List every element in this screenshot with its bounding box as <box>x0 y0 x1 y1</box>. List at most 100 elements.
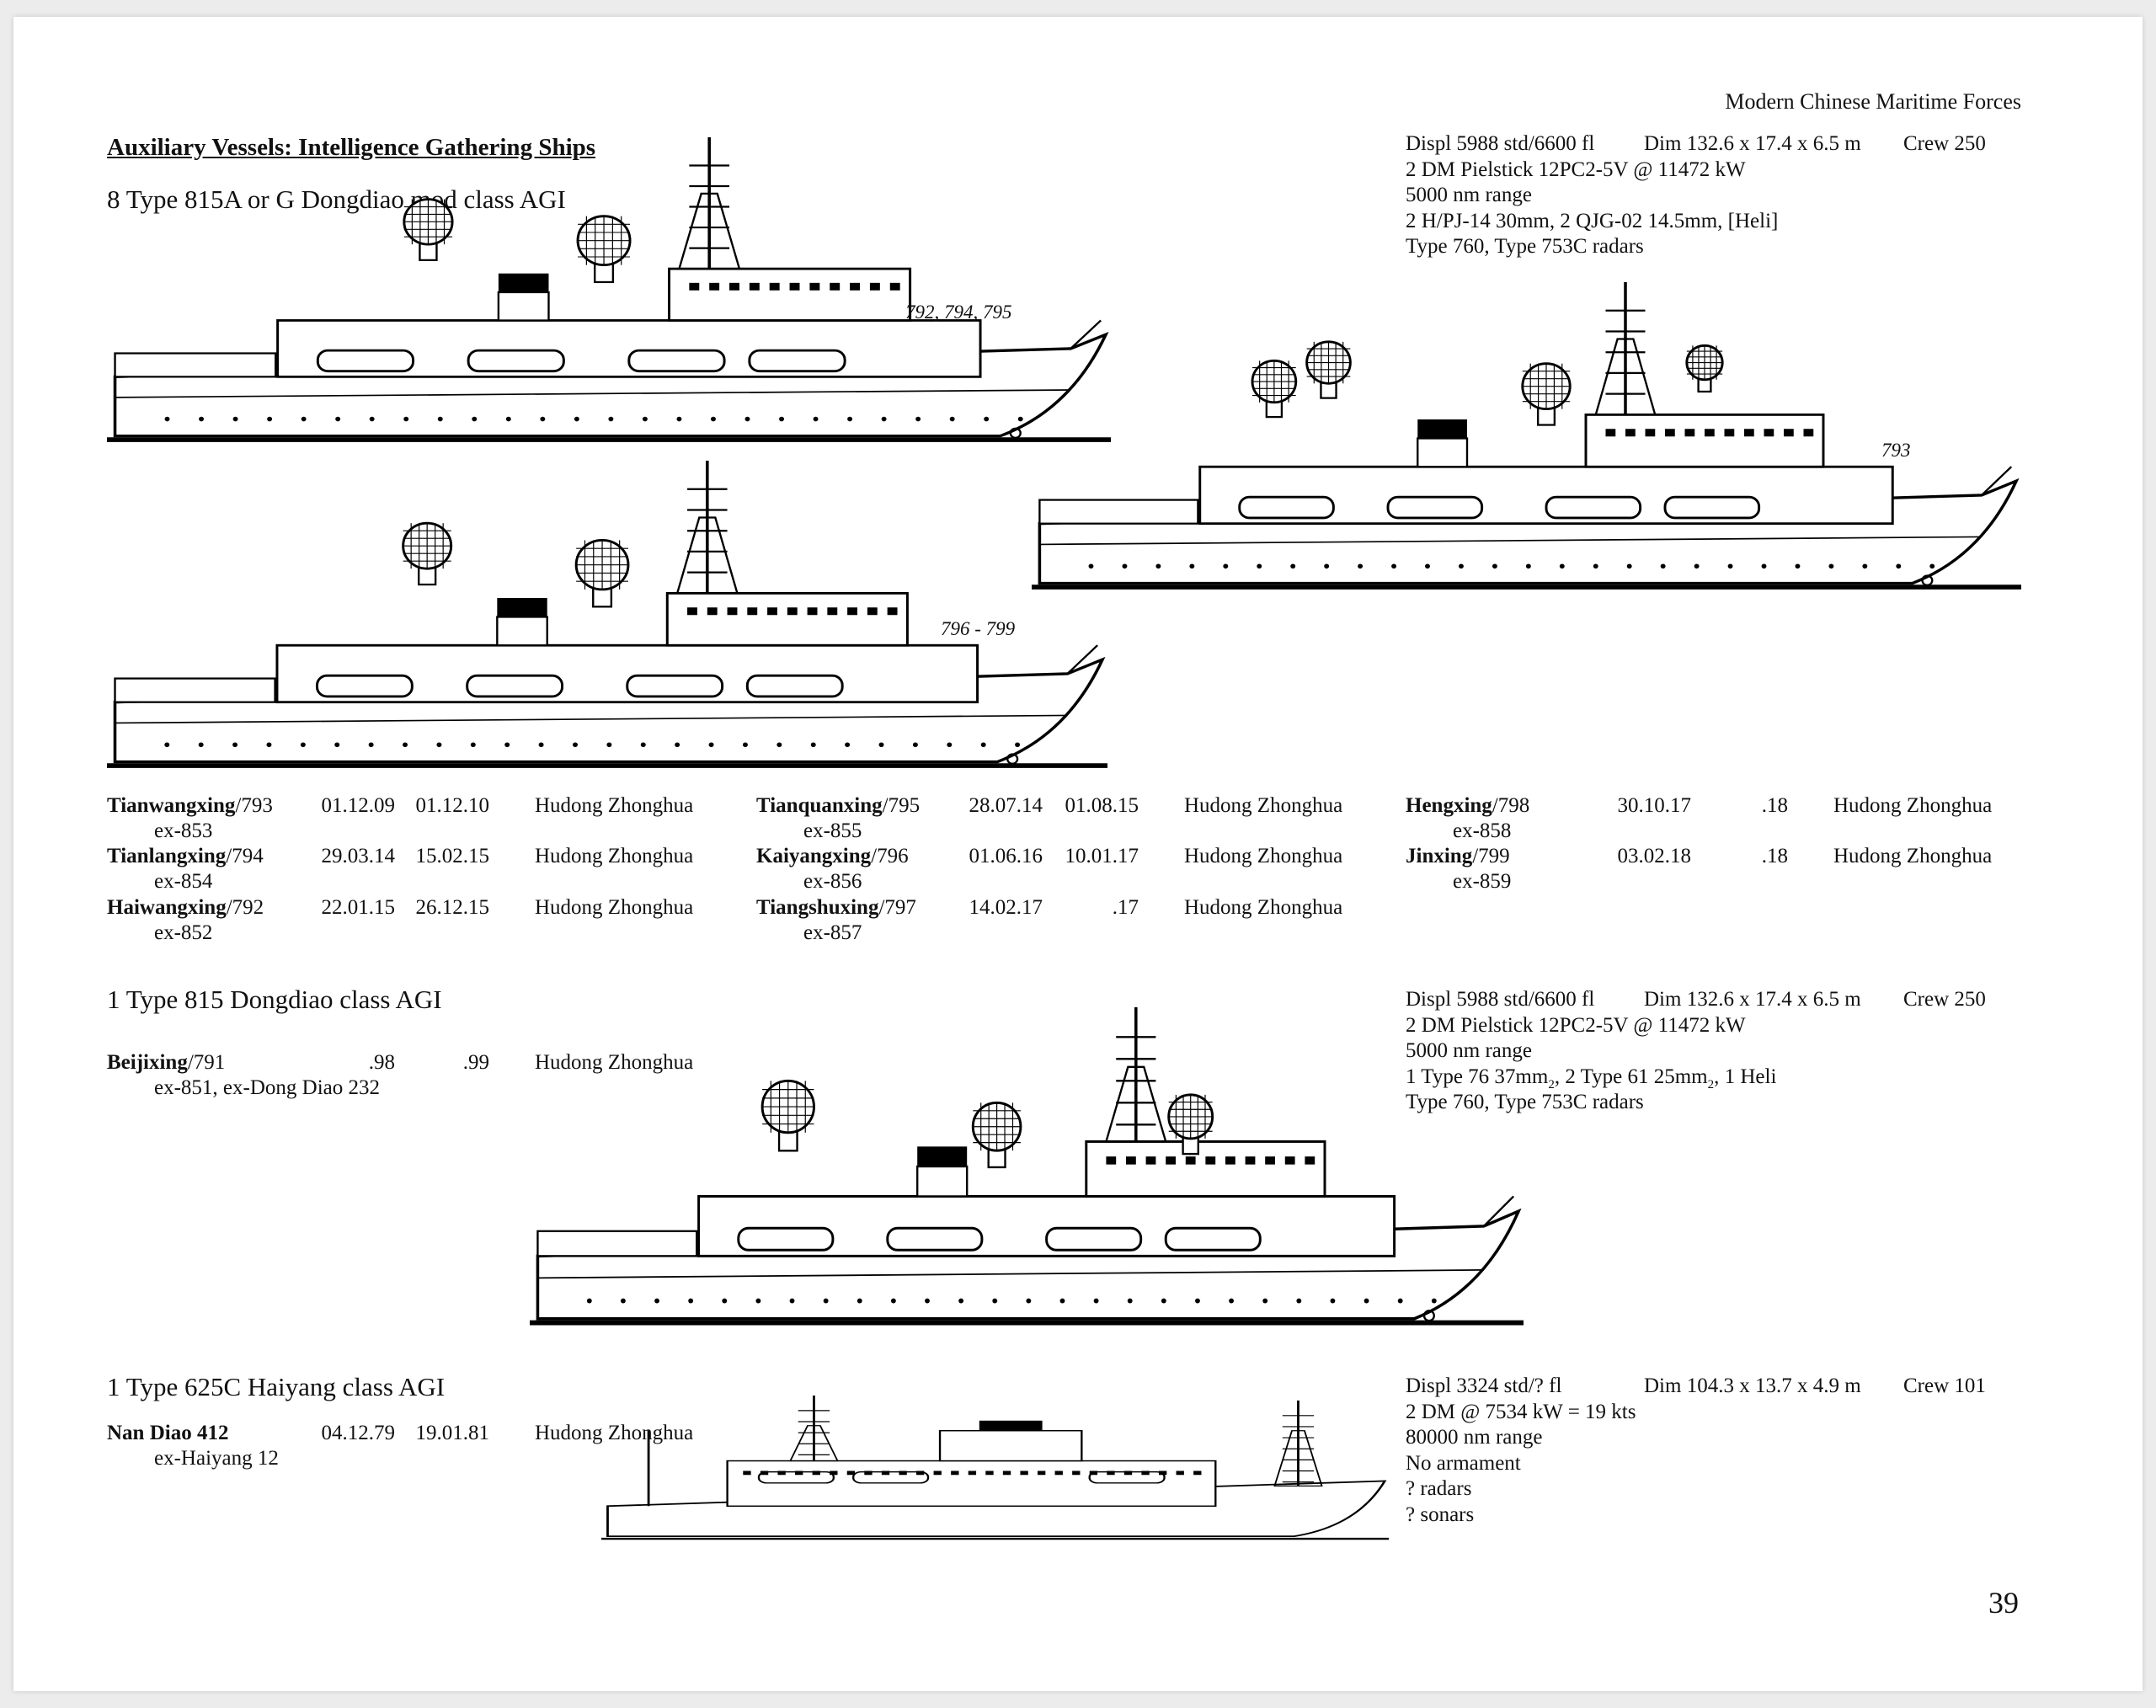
porthole <box>857 1298 862 1304</box>
porthole <box>403 742 408 748</box>
porthole <box>675 742 680 748</box>
ship-name-text: Tianwangxing <box>107 794 236 817</box>
window <box>727 607 738 616</box>
window <box>1141 1470 1150 1476</box>
window <box>1803 429 1814 437</box>
porthole <box>608 416 614 422</box>
porthole <box>947 742 953 748</box>
former-pennant: ex-858 <box>1453 819 1512 842</box>
porthole <box>164 742 170 748</box>
builder: Hudong Zhonghua <box>1833 794 1993 817</box>
window <box>729 282 739 291</box>
former-pennant: ex-856 <box>803 870 862 893</box>
helideck <box>1038 499 1199 525</box>
window <box>1037 1470 1046 1476</box>
funnel <box>496 616 548 647</box>
porthole <box>1459 563 1464 569</box>
porthole <box>742 742 748 748</box>
window <box>830 1470 838 1476</box>
porthole <box>1626 563 1632 569</box>
window <box>1265 1156 1275 1165</box>
porthole <box>1896 563 1902 569</box>
porthole <box>1761 563 1767 569</box>
lattice-mast <box>675 516 739 595</box>
builder: Hudong Zhonghua <box>535 1051 694 1074</box>
bridge <box>665 591 909 647</box>
builder: Hudong Zhonghua <box>535 845 694 867</box>
ship-name: Kaiyangxing/796 <box>756 844 909 869</box>
porthole <box>198 742 204 748</box>
porthole <box>586 1298 592 1304</box>
porthole <box>1262 1298 1268 1304</box>
porthole <box>232 742 238 748</box>
porthole <box>1660 563 1666 569</box>
laid-down-date: 30.10.17 <box>1617 794 1692 817</box>
spec-displ: Displ 5988 std/6600 fl <box>1406 132 1595 155</box>
porthole <box>1195 1298 1200 1304</box>
window <box>968 1470 977 1476</box>
spec-dim: Dim 132.6 x 17.4 x 6.5 m <box>1644 988 1861 1011</box>
porthole <box>1127 1298 1133 1304</box>
window <box>687 607 697 616</box>
lifeboat <box>1164 1226 1262 1252</box>
builder: Hudong Zhonghua <box>535 794 694 817</box>
commissioned-date: 01.08.15 <box>1065 794 1139 817</box>
porthole <box>267 416 273 422</box>
lifeboat <box>1386 495 1484 520</box>
porthole <box>573 742 578 748</box>
commissioned-date: 10.01.17 <box>1065 845 1139 867</box>
window <box>709 282 720 291</box>
window <box>1193 1470 1202 1476</box>
spec-crew: Crew 250 <box>1903 988 1986 1011</box>
porthole <box>813 416 819 422</box>
ship-name-text: Jinxing <box>1406 845 1473 867</box>
porthole <box>925 1298 930 1304</box>
lattice-mast <box>677 192 741 270</box>
porthole <box>755 1298 761 1304</box>
window <box>1020 1470 1028 1476</box>
laid-down-date: 01.06.16 <box>969 845 1043 867</box>
lifeboat <box>1663 495 1761 520</box>
class-heading-815: 1 Type 815 Dongdiao class AGI <box>107 985 442 1014</box>
laid-down-date: .98 <box>368 1051 395 1074</box>
funnel-band <box>979 1420 1043 1431</box>
ship-drawing-792-794-795 <box>107 137 1111 442</box>
builder: Hudong Zhonghua <box>535 1422 694 1444</box>
window <box>795 1470 803 1476</box>
builder: Hudong Zhonghua <box>1833 845 1993 867</box>
spec-line: Type 760, Type 753C radars <box>1406 1091 1644 1113</box>
window <box>881 1470 890 1476</box>
laid-down-date: 14.02.17 <box>969 896 1043 919</box>
porthole <box>847 416 853 422</box>
pennant-number: /791 <box>187 1051 226 1074</box>
porthole <box>335 416 341 422</box>
laid-down-date: 04.12.79 <box>321 1422 396 1444</box>
window <box>1107 1470 1115 1476</box>
window <box>1054 1470 1063 1476</box>
porthole <box>949 416 955 422</box>
spec-displ: Displ 5988 std/6600 fl <box>1406 988 1595 1011</box>
porthole <box>640 742 646 748</box>
porthole <box>620 1298 626 1304</box>
porthole <box>1492 563 1497 569</box>
window <box>809 282 820 291</box>
window <box>1002 1470 1011 1476</box>
window <box>1284 1156 1295 1165</box>
class-heading-815a: 8 Type 815A or G Dongdiao mod class AGI <box>107 184 566 214</box>
porthole <box>915 416 921 422</box>
spec-line: 80000 nm range <box>1406 1426 1543 1449</box>
lifeboat <box>316 349 415 373</box>
porthole <box>708 742 714 748</box>
window <box>747 607 758 616</box>
porthole <box>744 416 750 422</box>
window <box>864 1470 873 1476</box>
porthole <box>722 1298 728 1304</box>
laid-down-date: 01.12.09 <box>321 794 396 817</box>
helideck <box>114 677 276 703</box>
ship-name: Tianwangxing/793 <box>107 793 273 819</box>
ship-name: Beijixing/791 <box>107 1050 225 1076</box>
porthole <box>912 742 918 748</box>
ship-name: Jinxing/799 <box>1406 844 1510 869</box>
commissioned-date: 19.01.81 <box>415 1422 490 1444</box>
porthole <box>1929 563 1935 569</box>
